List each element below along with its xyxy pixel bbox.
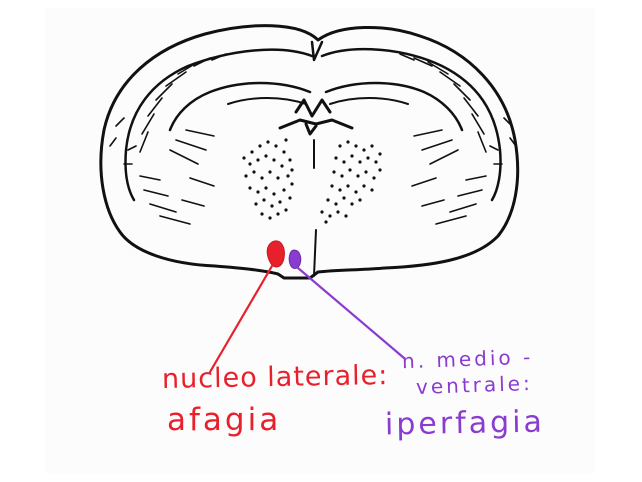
medioventral-leader-line (296, 266, 406, 360)
medioventral-nucleus-label-line1: n. medio - (401, 344, 534, 374)
ventricles (278, 98, 354, 136)
medioventral-nucleus-marker (288, 249, 302, 269)
cortex-inner-right (320, 47, 502, 202)
third-ventricle (313, 139, 317, 277)
midline (310, 40, 324, 62)
lateral-nucleus-label: nucleo laterale: (161, 360, 389, 395)
lateral-leader-line (208, 264, 274, 374)
cortex-striations-left (109, 53, 227, 225)
striatum-left (242, 138, 294, 220)
paper-background (46, 8, 594, 474)
corpus-callosum-right (324, 81, 464, 132)
corpus-callosum-left (168, 81, 312, 132)
medioventral-nucleus-label-line2: ventrale: (415, 370, 534, 400)
lateral-nucleus-effect: afagia (167, 402, 282, 438)
cortex-inner-left (124, 48, 314, 202)
striatum-right (320, 140, 382, 224)
lateral-nucleus-marker (266, 240, 285, 268)
medioventral-nucleus-effect: iperfagia (384, 404, 546, 443)
cortex-striations-right (399, 53, 517, 225)
